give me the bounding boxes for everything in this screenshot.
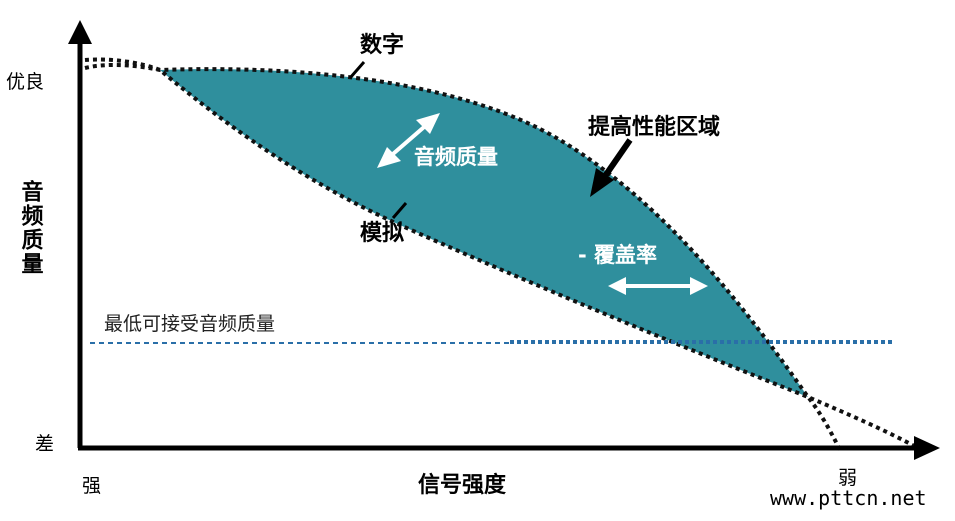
- digital-curve: [84, 62, 842, 451]
- analog-curve: [84, 57, 919, 450]
- analog-label-leader: [391, 202, 408, 219]
- x-axis-arrowhead-icon: [914, 436, 940, 460]
- x-right-label: 弱: [838, 467, 857, 489]
- digital-label: 数字: [360, 32, 404, 58]
- y-top-label: 优良: [6, 71, 44, 93]
- min-quality-label: 最低可接受音频质量: [104, 313, 275, 335]
- analog-label: 模拟: [360, 221, 404, 246]
- y-axis-title: 音频质量: [18, 179, 44, 276]
- x-left-label: 强: [82, 475, 101, 497]
- x-axis-title: 信号强度: [418, 472, 507, 498]
- audio-quality-double-arrow-icon: [377, 113, 440, 168]
- watermark: www.pttcn.net: [770, 486, 927, 510]
- improved-region-label: 提高性能区域: [588, 114, 720, 140]
- pointer-arrow-icon: [590, 138, 633, 197]
- audio-quality-label: 音频质量: [414, 145, 498, 169]
- coverage-double-arrow-icon: [608, 277, 708, 295]
- digital-label-leader: [348, 61, 366, 79]
- improved-performance-region: [160, 69, 808, 398]
- y-bottom-label: 差: [35, 433, 54, 455]
- coverage-label: - 覆盖率: [578, 243, 657, 267]
- y-axis-arrowhead-icon: [68, 20, 92, 44]
